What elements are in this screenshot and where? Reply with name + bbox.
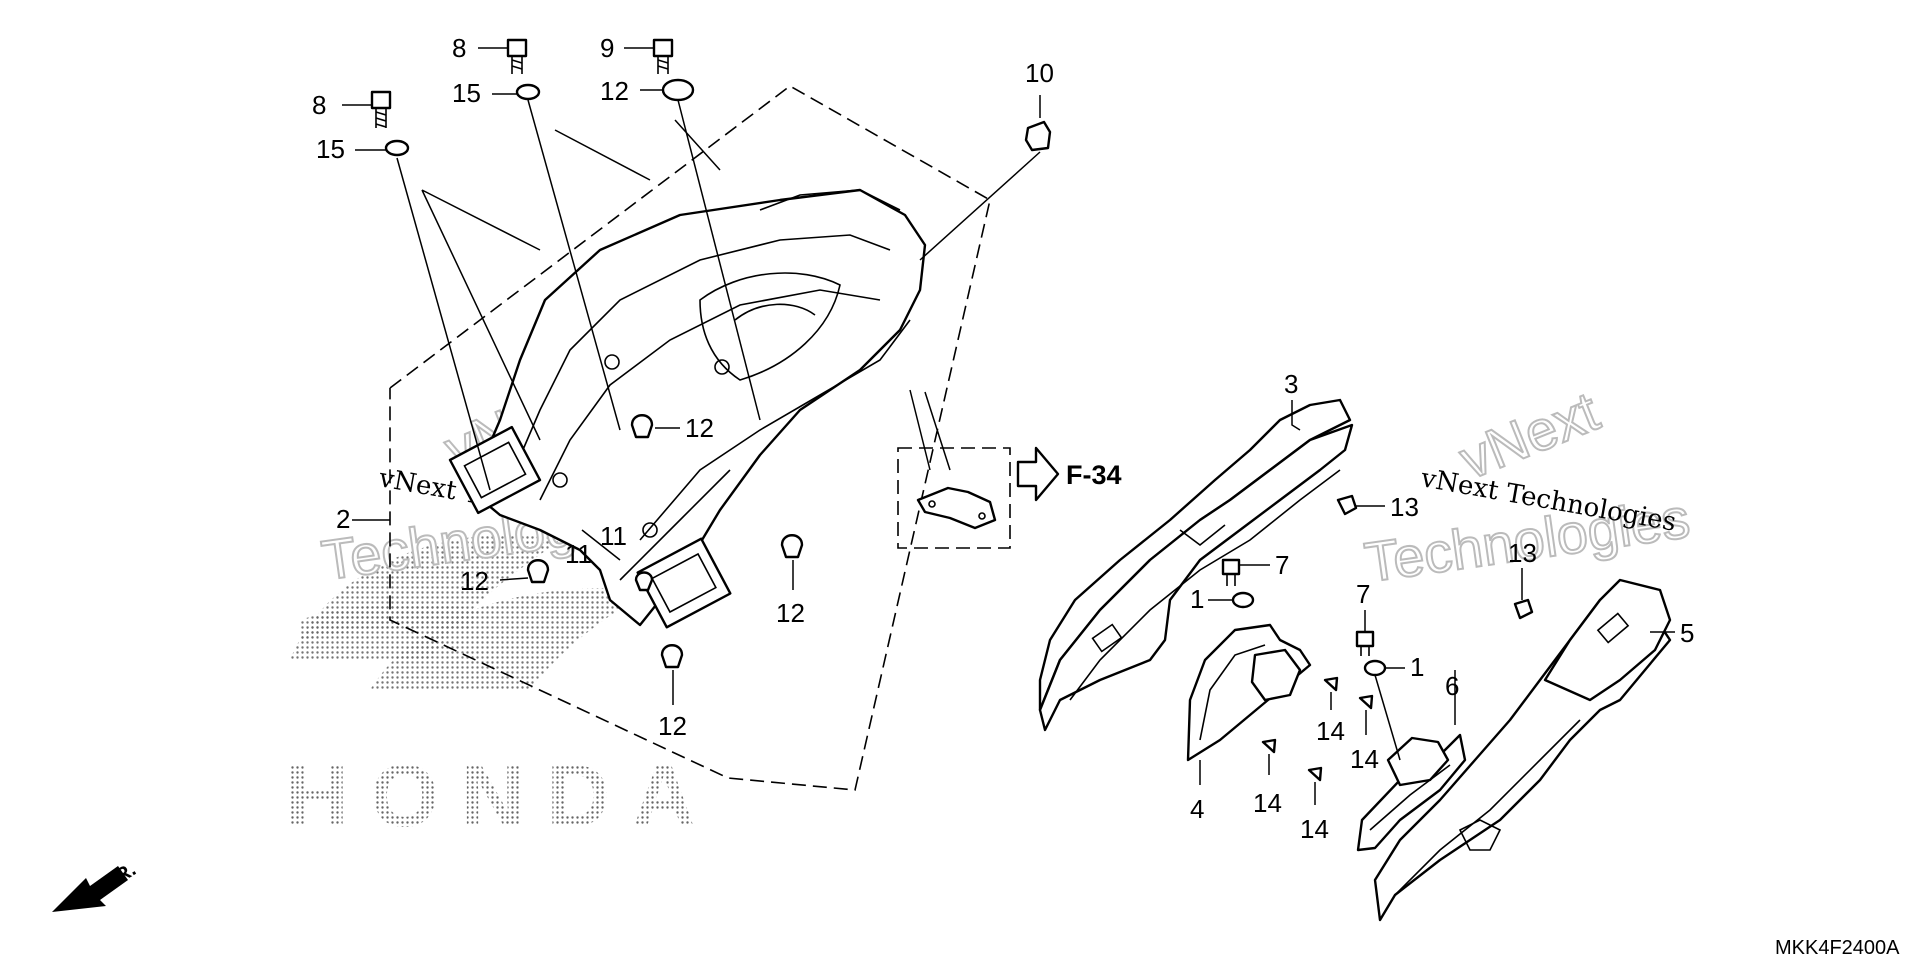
assembly-outline — [389, 85, 991, 791]
clip-icon — [1513, 598, 1534, 620]
callout-7: 7 — [1356, 579, 1370, 609]
bolt-icon — [506, 38, 528, 74]
leader-lines-right — [1199, 400, 1675, 805]
part-5-side-cover — [1373, 578, 1672, 922]
screw-icon — [1323, 676, 1339, 692]
callout-14: 14 — [1300, 814, 1329, 844]
callout-14: 14 — [1316, 716, 1345, 746]
screw-icon — [1358, 694, 1374, 710]
grommet-icon — [661, 78, 695, 102]
callout-15: 15 — [452, 78, 481, 108]
screw-icon — [1355, 630, 1375, 656]
fasteners-right — [1221, 494, 1534, 782]
reference-label: F-34 — [1066, 460, 1122, 490]
callout-12: 12 — [460, 566, 489, 596]
grommet-icon — [526, 559, 550, 584]
callout-12: 12 — [600, 76, 629, 106]
callout-5: 5 — [1680, 618, 1694, 648]
screw-icon — [1221, 558, 1241, 586]
callout-7: 7 — [1275, 550, 1289, 580]
arrow-down-left-icon — [52, 866, 128, 912]
callout-8: 8 — [312, 90, 326, 120]
callout-12: 12 — [776, 598, 805, 628]
callout-2: 2 — [336, 504, 350, 534]
part-4-bracket — [1186, 623, 1312, 762]
leader-lines-left — [342, 47, 1041, 705]
arrow-right-icon — [1016, 446, 1060, 502]
grommet-icon — [660, 644, 684, 669]
grommet-icon — [780, 534, 804, 559]
callouts: 8 8 9 10 15 15 12 12 2 11 11 12 12 12 3 … — [312, 33, 1694, 844]
screw-icon — [1307, 766, 1323, 782]
honda-logo-watermark: HONDA — [285, 535, 718, 845]
washer-icon — [384, 139, 410, 157]
callout-14: 14 — [1253, 788, 1282, 818]
washer-icon — [1231, 591, 1255, 609]
clip-icon — [1336, 494, 1358, 516]
clip-icon — [634, 571, 654, 592]
callout-12: 12 — [685, 413, 714, 443]
washer-icon — [515, 83, 541, 101]
part-6-lower-piece — [1356, 733, 1467, 852]
callout-14: 14 — [1350, 744, 1379, 774]
nut-icon — [1024, 120, 1052, 152]
bolt-icon — [652, 38, 674, 74]
callout-12: 12 — [658, 711, 687, 741]
grommet-icon — [630, 414, 654, 439]
callout-13: 13 — [1508, 538, 1537, 568]
fasteners-left — [370, 38, 1052, 669]
washer-icon — [1363, 659, 1387, 677]
reference-box — [897, 389, 1011, 549]
callout-8: 8 — [452, 33, 466, 63]
callout-9: 9 — [600, 33, 614, 63]
callout-1: 1 — [1410, 652, 1424, 682]
callout-3: 3 — [1284, 369, 1298, 399]
honda-logo-text: HONDA — [285, 746, 718, 845]
callout-1: 1 — [1190, 584, 1204, 614]
part-3-side-cover — [1038, 398, 1354, 732]
front-direction: FR. — [52, 859, 140, 912]
callout-10: 10 — [1025, 58, 1054, 88]
callout-13: 13 — [1390, 492, 1419, 522]
callout-6: 6 — [1445, 671, 1459, 701]
callout-11: 11 — [565, 539, 592, 569]
screw-icon — [1261, 738, 1277, 754]
reference-arrow: F-34 — [1016, 446, 1122, 502]
callout-4: 4 — [1190, 794, 1204, 824]
bolt-icon — [370, 90, 392, 128]
callout-15: 15 — [316, 134, 345, 164]
callout-11: 11 — [600, 521, 627, 551]
diagram-code: MKK4F2400A — [1775, 937, 1900, 959]
